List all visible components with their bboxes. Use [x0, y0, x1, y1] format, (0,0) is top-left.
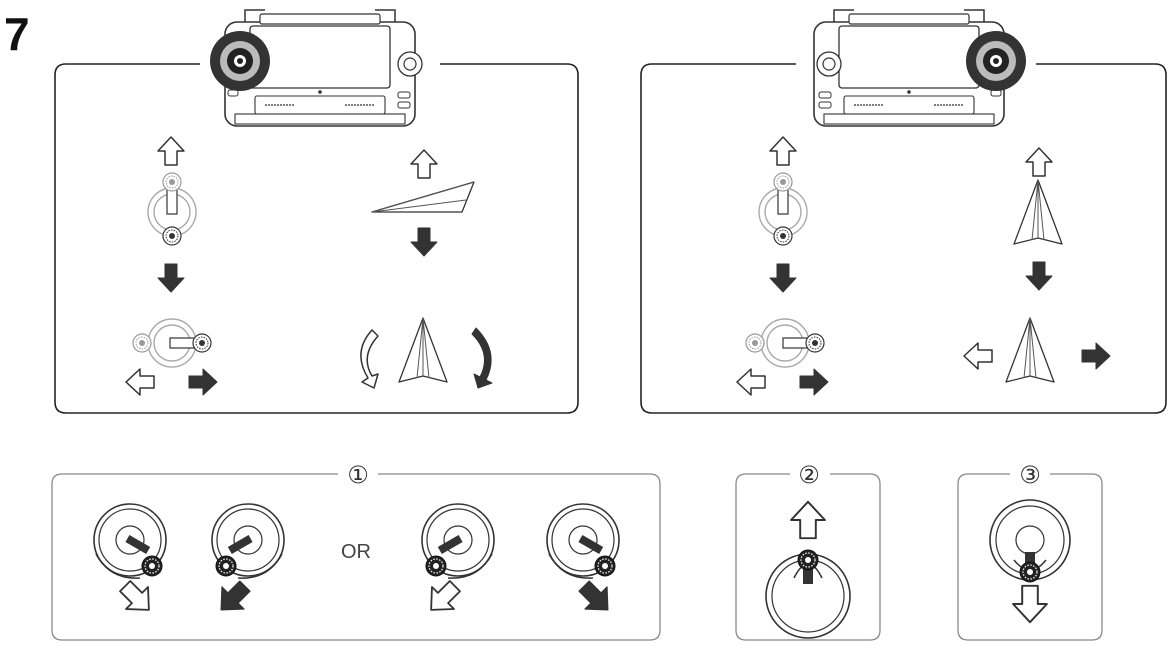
solid-arrow-icon: [188, 368, 218, 396]
solid-arrow-icon: [157, 263, 185, 293]
solid-arrow-icon: [572, 574, 620, 622]
hollow-arrow-icon: [769, 136, 797, 166]
remote-controller-icon: [224, 9, 423, 127]
hollow-arrow-icon: [1012, 584, 1048, 624]
joystick-icon: [421, 503, 495, 579]
hollow-arrow-icon: [419, 574, 467, 622]
rotate-left-icon: [360, 329, 379, 389]
hollow-arrow-icon: [790, 500, 826, 540]
panel-step-3: ③: [957, 461, 1103, 641]
step-number: 7: [4, 8, 30, 60]
remote-controller-icon: [813, 9, 1005, 127]
joystick-icon: [211, 503, 285, 579]
solid-arrow-icon: [1025, 261, 1053, 291]
aircraft-icon: [1013, 179, 1063, 245]
solid-arrow-icon: [209, 574, 257, 622]
panel-left-stick: [54, 9, 579, 414]
joystick-icon: [546, 503, 620, 579]
or-label: OR: [341, 541, 371, 563]
hollow-arrow-icon: [410, 149, 438, 179]
panel-right-stick: [640, 9, 1167, 414]
hollow-arrow-icon: [157, 136, 185, 166]
circled-label-2: ②: [798, 461, 820, 489]
hollow-arrow-icon: [113, 574, 161, 622]
rotate-right-icon: [471, 327, 493, 389]
joystick-icon: [989, 499, 1071, 583]
circled-label-3: ③: [1019, 461, 1041, 489]
hollow-arrow-icon: [963, 342, 993, 370]
joystick-icon: [93, 503, 167, 579]
solid-arrow-icon: [410, 227, 438, 257]
solid-arrow-icon: [799, 368, 829, 396]
solid-arrow-icon: [1081, 342, 1111, 370]
joystick-icon: [758, 172, 808, 246]
joystick-icon: [765, 549, 851, 639]
joystick-icon: [745, 318, 825, 368]
hollow-arrow-icon: [736, 368, 766, 396]
joystick-icon: [132, 318, 212, 368]
circled-label-1: ①: [347, 461, 369, 489]
highlighted-left-stick-icon: [210, 31, 270, 91]
hollow-arrow-icon: [125, 368, 155, 396]
highlighted-right-stick-icon: [966, 31, 1026, 91]
solid-arrow-icon: [769, 263, 797, 293]
panel-step-2: ②: [735, 461, 881, 641]
panel-step-1: ① OR: [51, 461, 661, 641]
aircraft-icon: [1005, 317, 1055, 383]
joystick-icon: [147, 172, 197, 246]
aircraft-icon: [371, 181, 475, 213]
hollow-arrow-icon: [1025, 147, 1053, 177]
aircraft-icon: [398, 317, 448, 383]
